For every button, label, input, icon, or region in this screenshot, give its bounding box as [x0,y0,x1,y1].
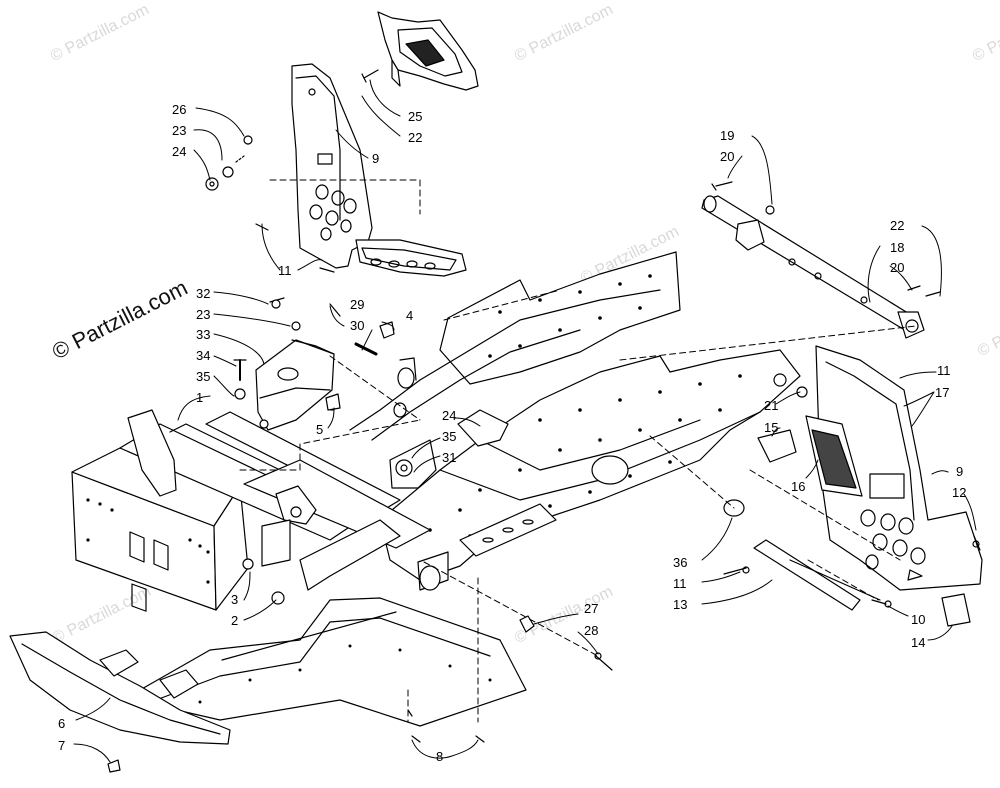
callout-27: 27 [584,601,599,616]
callout-22-right: 22 [890,218,905,233]
callout-35-left: 35 [196,369,211,384]
callout-11-lower: 11 [673,576,687,591]
callout-13: 13 [673,597,688,612]
callout-20-left: 20 [720,149,735,164]
front-frame [71,339,431,612]
callout-23-left: 23 [196,307,211,322]
callout-9-side: 9 [956,464,964,479]
callout-8: 8 [436,749,444,764]
callout-11-right: 11 [937,363,951,378]
lower-pan [9,597,527,773]
callout-10: 10 [911,612,926,627]
callout-24-upper: 24 [172,144,187,159]
steering-cover [377,11,479,91]
side-bulkhead [757,345,983,591]
callout-18: 18 [890,240,905,255]
leader-lines [73,79,977,763]
callout-12: 12 [952,485,967,500]
callout-7: 7 [58,738,66,753]
callout-4: 4 [406,308,414,323]
callout-25: 25 [408,109,423,124]
callout-26: 26 [172,102,187,117]
callout-23-upper: 23 [172,123,187,138]
upper-fasteners [205,69,379,273]
callout-9-upper: 9 [372,151,380,166]
callout-32: 32 [196,286,211,301]
callout-2: 2 [231,613,239,628]
small-parts [233,297,613,743]
callout-1: 1 [196,390,204,405]
callout-20-right: 20 [890,260,905,275]
upper-bulkhead [291,63,467,277]
callout-22-upper: 22 [408,130,423,145]
callout-5: 5 [316,422,324,437]
callout-14: 14 [911,635,926,650]
callout-36: 36 [673,555,688,570]
callout-34: 34 [196,348,211,363]
callout-17: 17 [935,385,950,400]
callout-24-center: 24 [442,408,457,423]
callout-31: 31 [442,450,457,465]
callout-28: 28 [584,623,599,638]
callout-16: 16 [791,479,806,494]
callout-30: 30 [350,318,365,333]
callout-33: 33 [196,327,211,342]
callout-35-center: 35 [442,429,457,444]
callout-6: 6 [58,716,66,731]
callout-15: 15 [764,420,779,435]
callout-21: 21 [764,398,779,413]
lower-right-brackets [723,499,981,627]
callout-3: 3 [231,592,239,607]
callout-19: 19 [720,128,735,143]
steering-shaft [701,181,941,339]
callout-11-upper: 11 [278,263,292,278]
tunnel-frame [349,251,801,591]
callout-29: 29 [350,297,365,312]
alignment-lines [239,179,917,723]
